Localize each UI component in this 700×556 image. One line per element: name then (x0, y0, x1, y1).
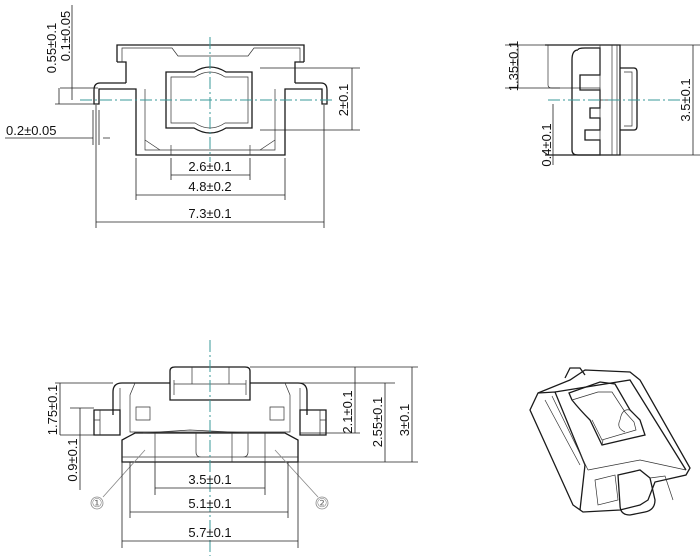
dim-offset: 0.4±0.1 (539, 123, 554, 166)
dim-lead-offset: 0.55±0.1 (44, 23, 59, 74)
top-view: 7.3±0.1 4.8±0.2 2.6±0.1 2±0.1 0.55±0.1 0… (5, 5, 360, 228)
dim-button-height: 2±0.1 (336, 84, 351, 116)
dim-terminal-height: 0.9±0.1 (65, 438, 80, 481)
dim-housing-height: 2.55±0.1 (370, 397, 385, 448)
dim-lead-thickness: 0.1±0.05 (58, 11, 73, 62)
dim-inner-width: 5.1±0.1 (188, 496, 231, 511)
dim-body-height: 2.1±0.1 (340, 390, 355, 433)
dim-overall-height: 3±0.1 (397, 404, 412, 436)
dim-outer-width: 5.7±0.1 (188, 525, 231, 540)
front-view: ① ② 3.5±0.1 5.1±0.1 5.7±0.1 2.1±0.1 2.55… (45, 340, 418, 556)
dim-top-height: 1.75±0.1 (45, 385, 60, 436)
dim-button-width: 2.6±0.1 (188, 159, 231, 174)
terminal-2-label: ② (317, 496, 328, 510)
terminal-1-label: ① (92, 496, 103, 510)
dim-lead-width: 0.2±0.05 (6, 123, 57, 138)
isometric-view (529, 367, 691, 516)
dim-lead-position: 1.35±0.1 (506, 41, 521, 92)
dim-pad-spacing: 3.5±0.1 (188, 472, 231, 487)
side-view: 1.35±0.1 3.5±0.1 0.4±0.1 (505, 41, 700, 167)
dim-overall-depth: 3.5±0.1 (678, 78, 693, 121)
dim-overall-width: 7.3±0.1 (188, 206, 231, 221)
dim-body-width: 4.8±0.2 (188, 179, 231, 194)
